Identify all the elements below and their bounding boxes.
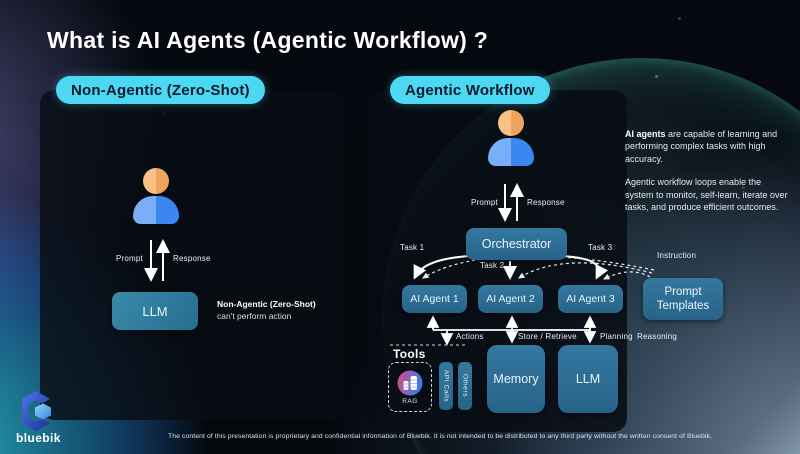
api-calls-tool-box: API Calls [439, 362, 453, 410]
star [655, 75, 658, 78]
ai-agent-2-node: AI Agent 2 [478, 285, 543, 313]
task3-label: Task 3 [588, 243, 613, 252]
user-icon [488, 110, 534, 166]
user-icon [133, 168, 179, 224]
note-body: can't perform action [217, 310, 292, 321]
description-p2: Agentic workflow loops enable the system… [625, 177, 788, 213]
planning-label: Planning [600, 332, 633, 341]
prompt-label: Prompt [471, 198, 498, 207]
prompt-label: Prompt [116, 254, 143, 263]
actions-label: Actions [456, 332, 484, 341]
ai-agent-3-node: AI Agent 3 [558, 285, 623, 313]
description-text: AI agents are capable of learning and pe… [625, 128, 788, 213]
star [742, 186, 745, 189]
user-body [133, 196, 179, 224]
non-agentic-note: Non-Agentic (Zero-Shot) can't perform ac… [217, 299, 316, 323]
llm-node: LLM [112, 292, 198, 330]
api-calls-label: API Calls [442, 369, 450, 403]
user-body [488, 138, 534, 166]
rag-tool-box: RAG [388, 362, 432, 412]
brand-name: bluebik [16, 431, 61, 445]
response-label: Response [527, 198, 565, 207]
description-p1-rest: are capable of learning and performing c… [625, 129, 778, 164]
task2-label: Task 2 [480, 261, 505, 270]
task1-label: Task 1 [400, 243, 425, 252]
non-agentic-panel [40, 90, 345, 420]
others-label: Others [461, 374, 469, 398]
user-head [498, 110, 524, 136]
footer-disclaimer: The content of this presentation is prop… [168, 433, 712, 440]
tools-title: Tools [393, 347, 426, 361]
non-agentic-badge: Non-Agentic (Zero-Shot) [56, 76, 265, 104]
memory-node: Memory [487, 345, 545, 413]
rag-database-icon [397, 370, 423, 395]
left-prompt-response-arrows [144, 239, 170, 282]
right-prompt-response-arrows [498, 183, 524, 222]
store-retrieve-label: Store / Retrieve [518, 332, 577, 341]
orchestrator-task-arrows [413, 255, 609, 280]
rag-label: RAG [402, 397, 418, 405]
note-title: Non-Agentic (Zero-Shot) [217, 299, 316, 309]
agentic-badge: Agentic Workflow [390, 76, 550, 104]
orchestrator-node: Orchestrator [466, 228, 567, 260]
star [678, 17, 681, 20]
page-title: What is AI Agents (Agentic Workflow) ? [47, 27, 489, 53]
response-label: Response [173, 254, 211, 263]
prompt-templates-node: Prompt Templates [643, 278, 723, 320]
description-p1-bold: AI agents [625, 129, 666, 139]
reasoning-label: Reasoning [637, 332, 678, 341]
llm-node: LLM [558, 345, 618, 413]
agent-resource-arrows [426, 315, 597, 346]
ai-agent-1-node: AI Agent 1 [402, 285, 467, 313]
user-head [143, 168, 169, 194]
bluebik-logo [22, 391, 51, 431]
instruction-label: Instruction [657, 251, 697, 260]
others-tool-box: Others [458, 362, 472, 410]
